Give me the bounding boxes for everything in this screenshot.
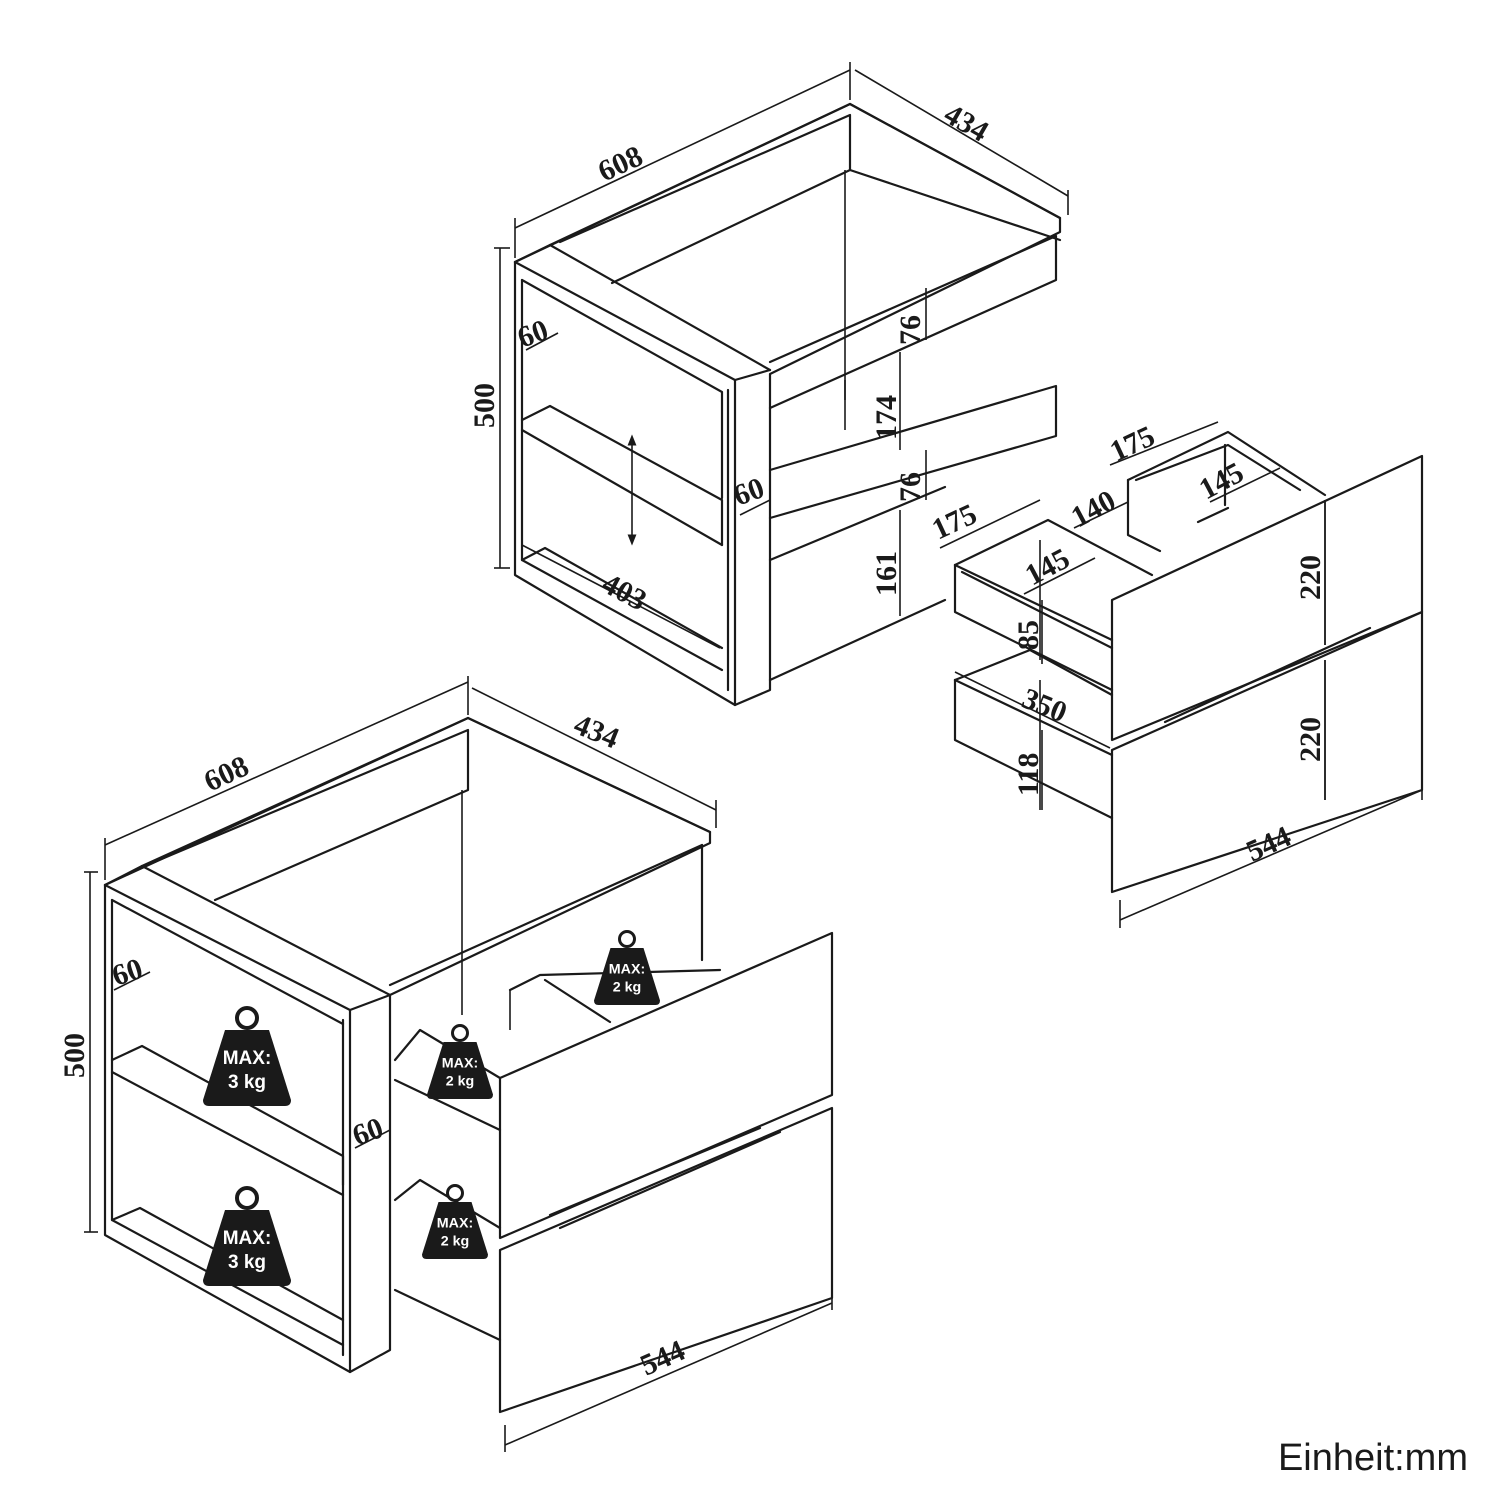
bottom-width-label: 608 bbox=[199, 749, 254, 798]
drawer-inner-height-lower-label: 118 bbox=[1012, 753, 1045, 796]
drawer-set: 175 145 140 175 145 220 85 350 118 220 5… bbox=[927, 419, 1424, 928]
bottom-depth-label: 434 bbox=[569, 708, 623, 755]
weight-value-label: 2 kg bbox=[613, 980, 642, 996]
top-depth-label: 434 bbox=[939, 97, 994, 148]
weight-badge-drawer-lower: MAX: 2 kg bbox=[420, 1184, 490, 1261]
drawer-upper-depth-label: 175 bbox=[927, 497, 982, 546]
weight-value-label: 3 kg bbox=[228, 1072, 266, 1093]
weight-max-label: MAX: bbox=[223, 1048, 272, 1069]
weight-max-label: MAX: bbox=[609, 962, 645, 978]
drawer-front-width-label: 544 bbox=[1241, 820, 1296, 868]
weight-max-label: MAX: bbox=[223, 1228, 272, 1249]
weight-value-label: 3 kg bbox=[228, 1252, 266, 1273]
drawer-upper-inner-depth-label: 145 bbox=[1020, 542, 1075, 592]
bottom-height-label: 500 bbox=[58, 1033, 91, 1078]
drawer-width-label: 350 bbox=[1017, 682, 1071, 729]
top-cabinet: 608 434 500 60 60 403 76 174 76 161 bbox=[468, 62, 1069, 707]
weight-badge-shelf-upper: MAX: 3 kg bbox=[201, 1006, 293, 1108]
weight-badge-drawer-upper: MAX: 2 kg bbox=[425, 1024, 495, 1101]
bottom-cabinet: 608 434 500 60 60 544 MAX: 3 kg MAX: 3 k… bbox=[58, 676, 834, 1452]
bottom-front-panel-label: 60 bbox=[348, 1111, 387, 1152]
drawer-rear-depth-label: 175 bbox=[1105, 419, 1160, 468]
weight-badge-drawer-rear: MAX: 2 kg bbox=[592, 930, 662, 1007]
weight-max-label: MAX: bbox=[442, 1056, 478, 1072]
weight-badge-shelf-lower: MAX: 3 kg bbox=[201, 1186, 293, 1288]
top-height-label: 500 bbox=[468, 383, 501, 428]
top-side-panel-label: 60 bbox=[513, 313, 552, 354]
top-width-label: 608 bbox=[593, 139, 648, 188]
drawer-upper-width-label: 140 bbox=[1066, 484, 1121, 534]
unit-label: Einheit:mm bbox=[1277, 1437, 1468, 1479]
drawer-front-height-upper-label: 220 bbox=[1294, 555, 1327, 600]
top-opening-lower-label: 161 bbox=[870, 551, 903, 596]
bottom-front-width-label: 544 bbox=[635, 1334, 690, 1382]
top-shelf-spacing-label: 403 bbox=[597, 567, 652, 617]
weight-max-label: MAX: bbox=[437, 1216, 473, 1232]
drawer-rear-inner-depth-label: 145 bbox=[1194, 456, 1249, 506]
drawer-inner-height-upper-label: 85 bbox=[1012, 620, 1045, 650]
bottom-side-panel-label: 60 bbox=[108, 952, 147, 993]
top-opening-upper-label: 174 bbox=[870, 395, 903, 440]
top-rail-mid-label: 76 bbox=[894, 472, 927, 502]
drawer-front-height-lower-label: 220 bbox=[1294, 717, 1327, 762]
top-rail-top-label: 76 bbox=[894, 315, 927, 345]
weight-value-label: 2 kg bbox=[441, 1234, 470, 1250]
weight-value-label: 2 kg bbox=[446, 1074, 475, 1090]
